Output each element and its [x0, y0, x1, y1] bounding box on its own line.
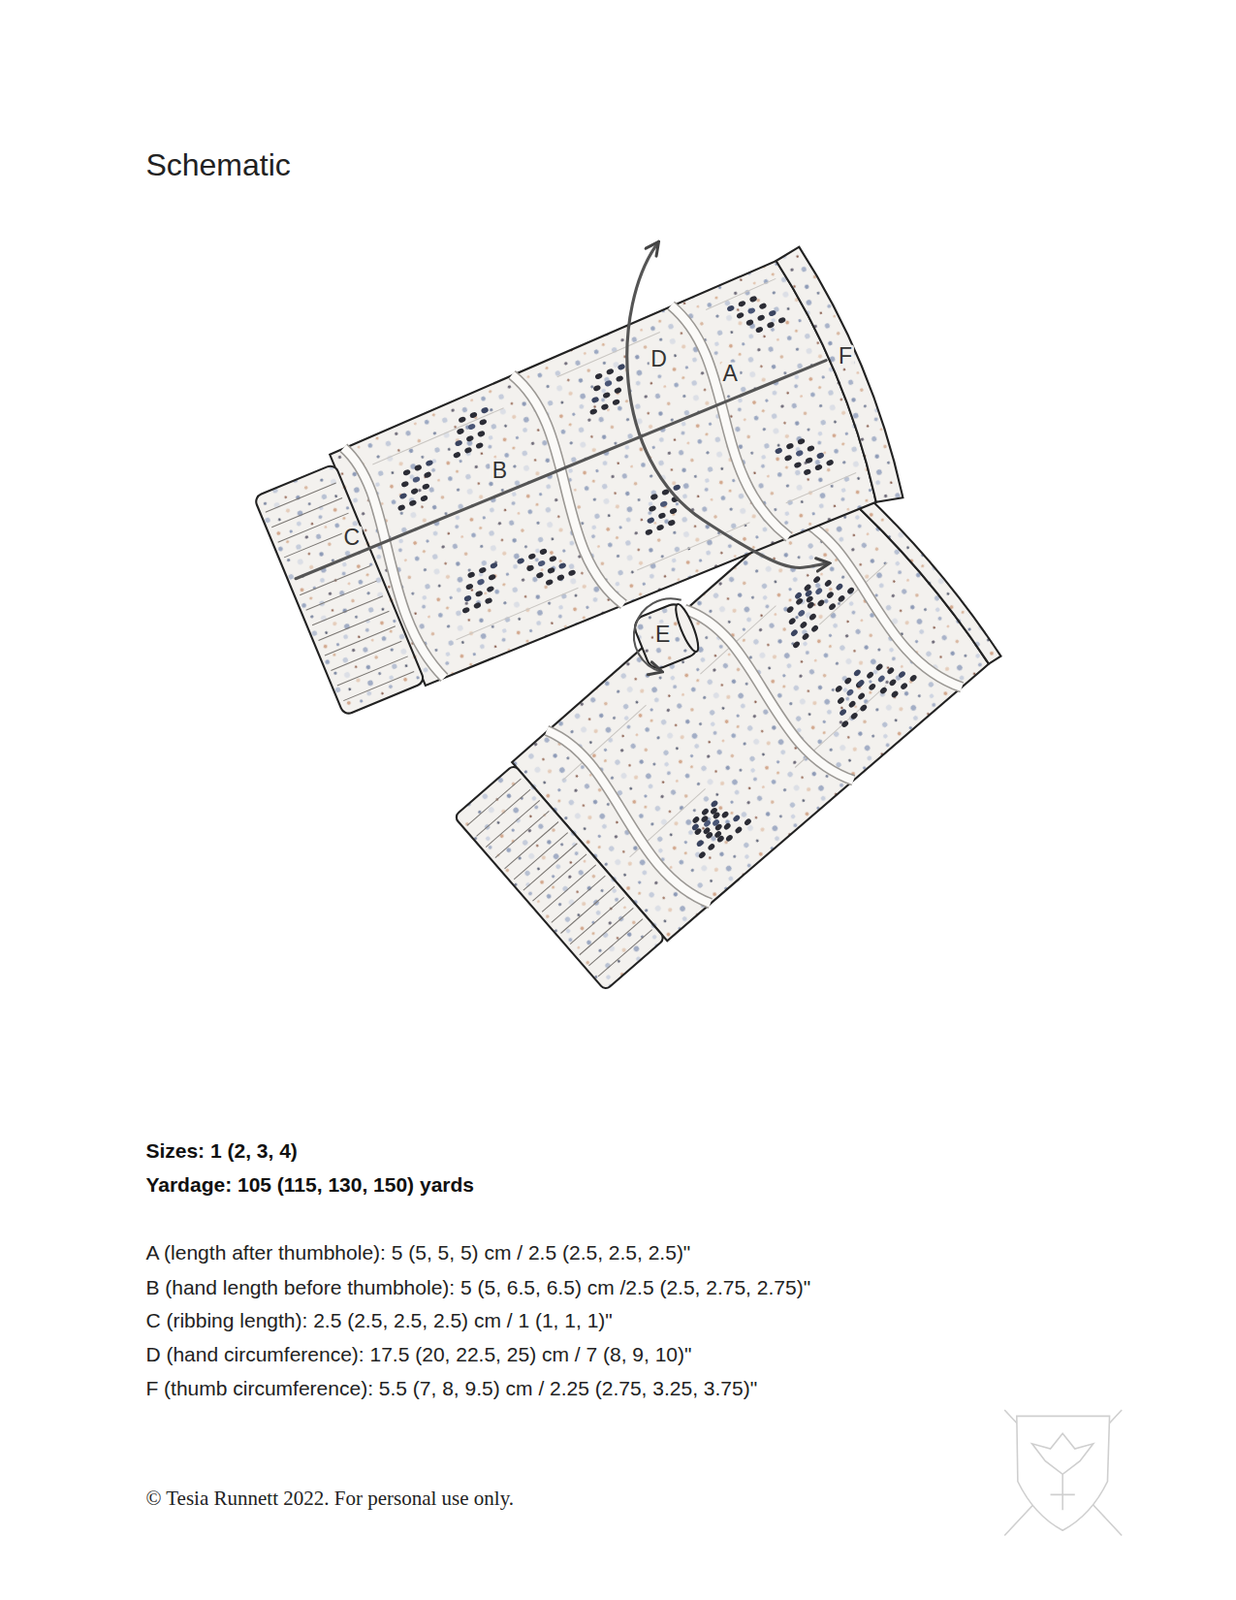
- size-info: Sizes: 1 (2, 3, 4): [145, 1139, 297, 1163]
- rib-lines: [467, 778, 653, 977]
- dimension-letter: B: [490, 458, 509, 481]
- eyelet-chevron: [855, 650, 918, 711]
- yardage-info: Yardage: 105 (115, 130, 150) yards: [145, 1172, 475, 1197]
- eyelet-chevron: [441, 406, 502, 459]
- crossed-needles: [1004, 1409, 1122, 1535]
- dimension-letter: E: [653, 623, 672, 646]
- hand-circumference-arrow: [627, 243, 828, 569]
- thumb-rim: [671, 602, 702, 654]
- eyelet-chevron: [691, 793, 753, 855]
- upper-mitt: [245, 242, 915, 728]
- crest-bird: [1032, 1432, 1094, 1510]
- ribbed-cuff: [453, 763, 666, 990]
- ribbed-cuff: [253, 463, 426, 716]
- top-edge-band: [774, 242, 915, 508]
- eyelet-chevron: [793, 563, 856, 624]
- dimension-letter: A: [721, 362, 740, 385]
- shield: [1016, 1415, 1110, 1530]
- thumb-circumference-arrow: [633, 598, 682, 671]
- eyelet-chevron: [385, 459, 446, 512]
- page-title: Schematic: [145, 147, 290, 184]
- eyelet-chevron: [771, 588, 833, 649]
- measurement-line: A (length after thumbhole): 5 (5, 5, 5) …: [145, 1240, 691, 1265]
- cable-bands: [335, 297, 790, 684]
- dimension-letter: F: [836, 345, 855, 368]
- eyelet-chevron: [449, 561, 510, 614]
- measurement-line: D (hand circumference): 17.5 (20, 22.5, …: [145, 1342, 692, 1366]
- eyelet-chevron: [633, 483, 694, 537]
- copyright-note: © Tesia Runnett 2022. For personal use o…: [145, 1486, 514, 1510]
- eyelet-chevron: [516, 540, 577, 594]
- dimension-letter: D: [648, 348, 669, 371]
- rib-lines: [265, 482, 414, 701]
- measurement-line: B (hand length before thumbhole): 5 (5, …: [145, 1275, 811, 1300]
- crest-watermark: [1004, 1409, 1122, 1535]
- measurement-line: C (ribbing length): 2.5 (2.5, 2.5, 2.5) …: [145, 1308, 612, 1332]
- eyelet-chevron: [774, 430, 835, 483]
- eyelet-chevron: [726, 287, 787, 341]
- eyelet-chevron: [820, 667, 882, 729]
- dimension-letter: C: [342, 526, 363, 549]
- cable-band: [335, 297, 790, 684]
- measurement-line: F (thumb circumference): 5.5 (7, 8, 9.5)…: [145, 1376, 758, 1400]
- mitt-body: [326, 255, 888, 688]
- cable-outline: [335, 297, 790, 684]
